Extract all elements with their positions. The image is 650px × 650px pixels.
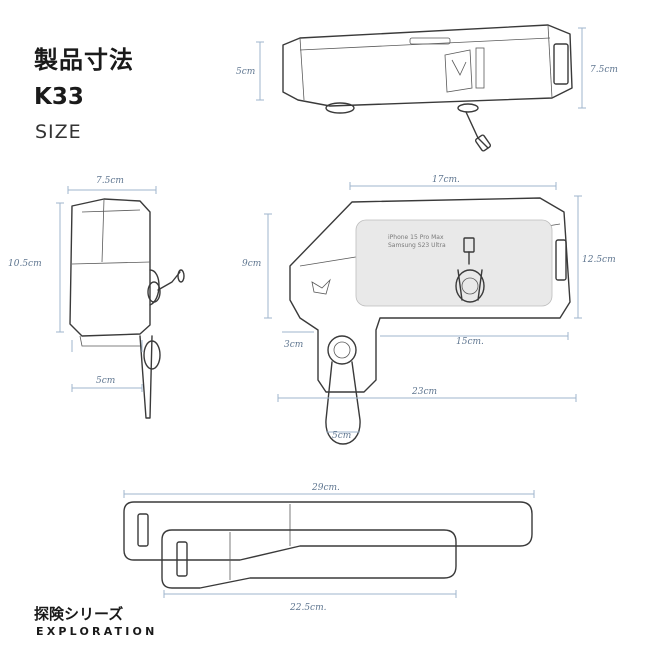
dim-side-mount-width: 3cm — [284, 340, 303, 350]
size-label: SIZE — [35, 121, 82, 143]
dim-strap-long: 29cm. — [311, 483, 340, 493]
phone-model-2: Samsung S23 Ultra — [388, 242, 446, 249]
dim-side-total-length: 23cm — [411, 387, 437, 397]
dim-side-top-length: 17cm. — [432, 175, 460, 185]
dim-front-height: 10.5cm — [8, 259, 42, 269]
dim-strap-short: 22.5cm. — [289, 603, 327, 613]
series-name-en: EXPLORATION — [36, 625, 158, 638]
dim-side-bottom-length: 15cm. — [456, 337, 484, 347]
phone-model-1: iPhone 15 Pro Max — [388, 234, 444, 241]
dim-side-height-right: 12.5cm — [582, 255, 616, 265]
top-view-bag — [282, 24, 573, 152]
front-view-bag — [69, 198, 185, 419]
page-title: 製品寸法 — [34, 46, 134, 74]
dim-front-width: 7.5cm — [96, 176, 124, 186]
dim-strap-loop: 5cm — [332, 431, 351, 441]
dim-top-height-right: 7.5cm — [590, 65, 618, 75]
strap-long — [123, 501, 533, 561]
phone-window — [355, 219, 553, 307]
model-number: K33 — [34, 84, 84, 110]
dim-front-bottom-width: 5cm — [96, 376, 115, 386]
side-view-bag: iPhone 15 Pro Max Samsung S23 Ultra — [289, 197, 571, 445]
series-name-jp: 探険シリーズ — [34, 605, 124, 623]
dim-top-height-left: 5cm — [236, 67, 255, 77]
strap-short — [161, 529, 457, 589]
dim-side-height-left: 9cm — [242, 259, 261, 269]
